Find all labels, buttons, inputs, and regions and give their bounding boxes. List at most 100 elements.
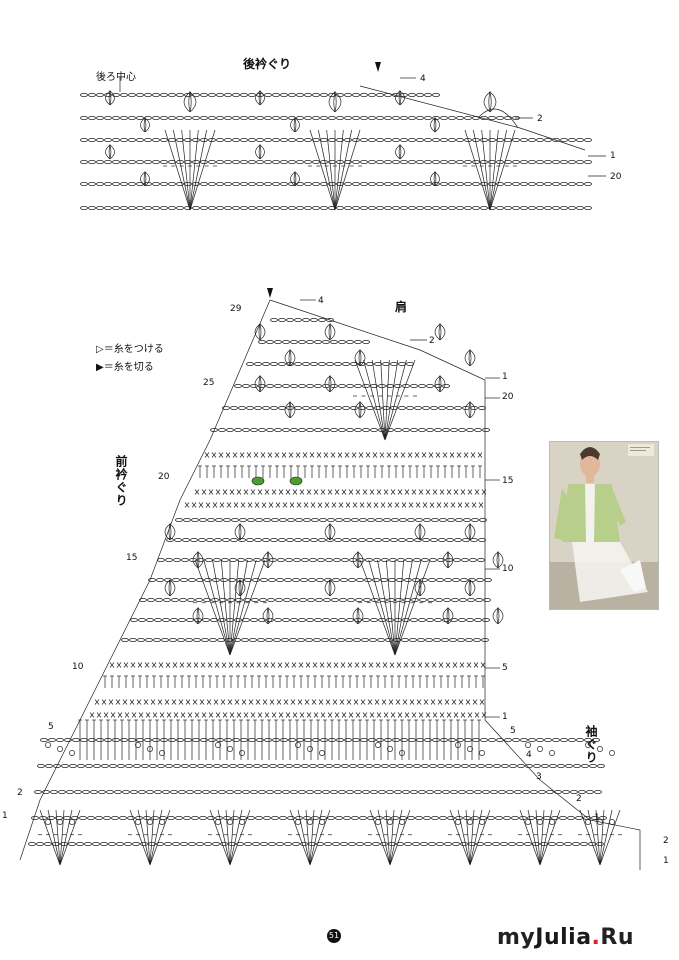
chain-stitch	[501, 764, 509, 768]
single-crochet	[250, 712, 256, 718]
chain-stitch	[136, 116, 144, 120]
armhole-title: 袖ぐり	[584, 725, 598, 764]
chain-stitch	[597, 764, 605, 768]
front-neck-edge	[19, 299, 271, 861]
chain-stitch	[156, 842, 164, 846]
chain-stitch	[162, 790, 170, 794]
chain-stitch	[221, 558, 229, 562]
chain-stitch	[317, 558, 325, 562]
single-crochet	[309, 452, 315, 458]
single-crochet	[144, 662, 150, 668]
chain-stitch	[270, 538, 278, 542]
chain-stitch	[357, 764, 365, 768]
chain-stitch	[304, 93, 312, 97]
fan-stitch	[229, 809, 243, 866]
chain-stitch	[564, 842, 572, 846]
single-crochet	[381, 699, 387, 705]
brand-part: Ru	[600, 925, 635, 950]
front-row-label: 5	[48, 722, 54, 732]
fan-stitch	[55, 809, 61, 866]
chain-stitch	[272, 206, 280, 210]
single-crochet	[460, 489, 466, 495]
petal-stitch	[414, 523, 421, 541]
chain-stitch	[254, 406, 262, 410]
chain-stitch	[328, 160, 336, 164]
chain-stitch	[391, 518, 399, 522]
chain-stitch	[573, 764, 581, 768]
single-crochet	[192, 699, 198, 705]
chain-stitch	[147, 598, 155, 602]
chain-stitch	[338, 340, 346, 344]
petal-stitch	[434, 323, 441, 341]
chain-stitch	[146, 618, 154, 622]
chain-stitch	[520, 182, 528, 186]
petal-stitch	[329, 375, 336, 393]
fan-stitch	[149, 809, 163, 866]
front-row-label: 1	[663, 856, 669, 866]
chain-stitch	[80, 138, 88, 142]
chain-stitch	[370, 428, 378, 432]
chain-stitch	[267, 598, 275, 602]
chain-stitch	[280, 93, 288, 97]
single-crochet	[383, 712, 389, 718]
chain-stitch	[359, 816, 367, 820]
chain-stitch	[56, 738, 64, 742]
chain-stitch	[568, 160, 576, 164]
chain-stitch	[268, 842, 276, 846]
chain-stitch	[306, 428, 314, 432]
chain-stitch	[136, 93, 144, 97]
single-crochet	[274, 452, 280, 458]
picot-stitch	[239, 750, 245, 756]
chain-stitch	[418, 428, 426, 432]
chain-stitch	[520, 738, 528, 742]
chain-stitch	[304, 160, 312, 164]
chain-stitch	[258, 340, 266, 344]
chain-stitch	[326, 538, 334, 542]
front-row-label: 1	[502, 712, 508, 722]
chain-stitch	[525, 764, 533, 768]
chain-stitch	[432, 738, 440, 742]
chain-stitch	[294, 406, 302, 410]
chain-stitch	[138, 790, 146, 794]
fan-stitch	[449, 809, 471, 866]
chain-stitch	[430, 406, 438, 410]
chain-stitch	[496, 116, 504, 120]
chain-stitch	[527, 816, 535, 820]
chain-stitch	[442, 790, 450, 794]
chain-stitch	[405, 764, 413, 768]
chain-stitch	[289, 638, 297, 642]
single-crochet	[117, 712, 123, 718]
chain-stitch	[112, 138, 120, 142]
single-crochet	[394, 502, 400, 508]
petal-stitch	[329, 579, 336, 597]
chain-stitch	[362, 340, 370, 344]
chain-stitch	[282, 340, 290, 344]
single-crochet	[221, 662, 227, 668]
single-crochet	[472, 699, 478, 705]
chain-stitch	[283, 598, 291, 602]
chain-stitch	[194, 790, 202, 794]
chain-stitch	[258, 384, 266, 388]
chain-stitch	[524, 842, 532, 846]
chain-stitch	[230, 538, 238, 542]
chain-stitch	[512, 206, 520, 210]
petal-stitch	[144, 171, 150, 187]
single-crochet	[458, 699, 464, 705]
fan-stitch	[394, 559, 405, 656]
single-crochet	[215, 489, 221, 495]
chain-stitch	[432, 160, 440, 164]
single-crochet	[285, 712, 291, 718]
single-crochet	[278, 712, 284, 718]
chain-stitch	[48, 738, 56, 742]
chain-stitch	[232, 138, 240, 142]
single-crochet	[397, 712, 403, 718]
chain-stitch	[213, 764, 221, 768]
fan-stitch	[384, 359, 390, 441]
chain-stitch	[280, 138, 288, 142]
chain-stitch	[422, 406, 430, 410]
chain-stitch	[274, 428, 282, 432]
chain-stitch	[291, 598, 299, 602]
chain-stitch	[314, 790, 322, 794]
chain-stitch	[214, 538, 222, 542]
petal-stitch	[294, 117, 300, 133]
